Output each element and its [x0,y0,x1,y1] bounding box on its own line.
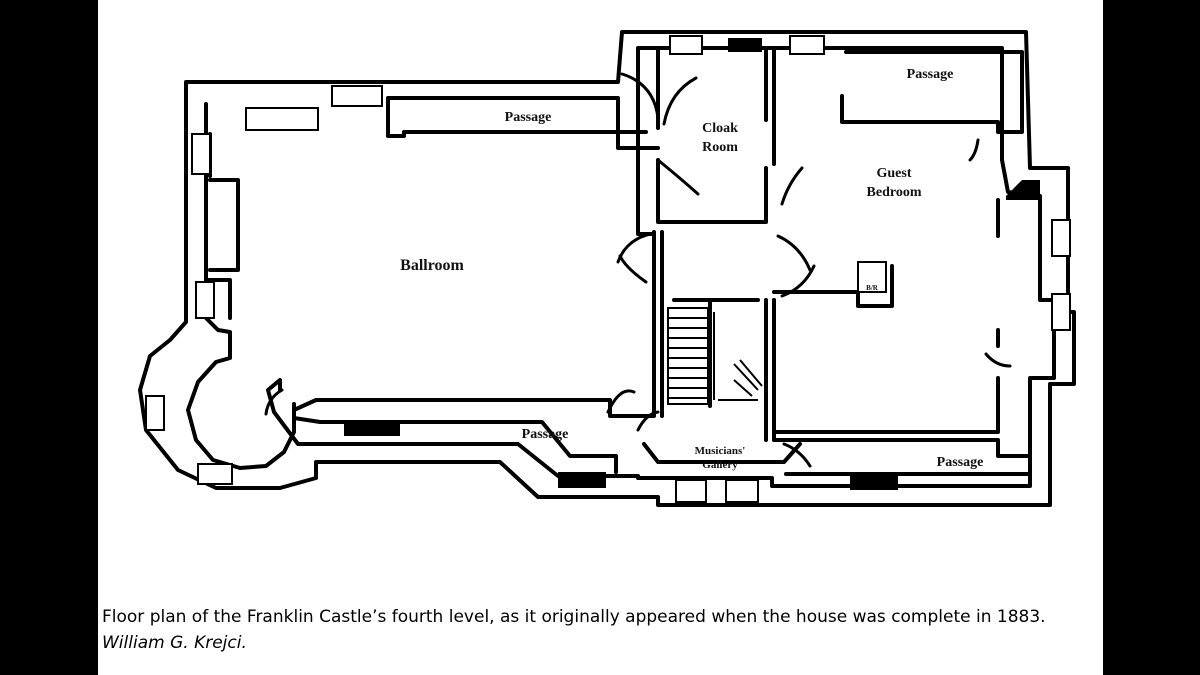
label-guest-bedroom-line2: Bedroom [867,185,922,200]
label-passage-bottom-mid: Passage [522,427,569,442]
label-musicians-gallery-line2: Gallery [702,459,738,471]
walls [138,30,1076,507]
label-passage-bottom-right: Passage [937,455,984,470]
label-passage-top: Passage [505,110,552,125]
windows [145,35,1071,503]
room-labels: Ballroom Passage Cloak Room Passage Gues… [400,67,983,471]
floor-plan: Ballroom Passage Cloak Room Passage Gues… [138,30,1076,507]
label-cloak-room-line1: Cloak [702,121,738,136]
caption-credit: William G. Krejci. [102,633,247,653]
figure-frame: Ballroom Passage Cloak Room Passage Gues… [98,0,1103,675]
label-ballroom: Ballroom [400,257,464,274]
label-fixture-tag: B/R [866,284,879,292]
doors [264,72,1012,468]
figure-caption: Floor plan of the Franklin Castle’s four… [102,604,1098,656]
stairs [667,307,763,405]
fireplaces [344,38,1040,490]
label-guest-bedroom-line1: Guest [877,166,912,181]
caption-text: Floor plan of the Franklin Castle’s four… [102,607,1046,627]
label-passage-top-right: Passage [907,67,954,82]
label-cloak-room-line2: Room [702,140,738,155]
label-musicians-gallery-line1: Musicians' [695,445,746,457]
